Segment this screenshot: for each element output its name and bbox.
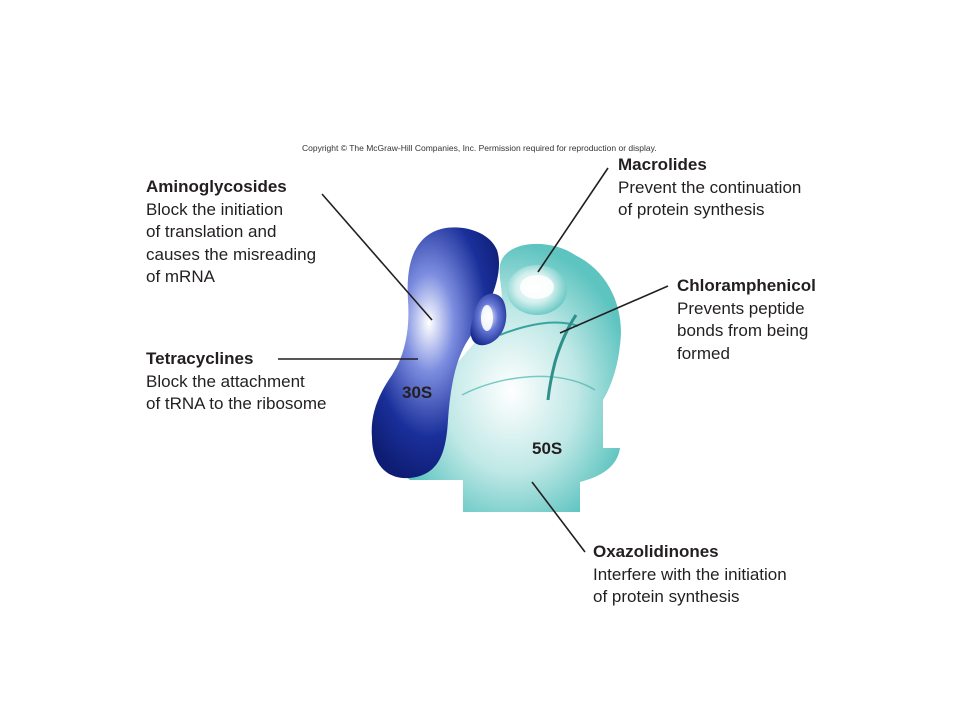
callout-line: Prevents peptide <box>677 298 805 318</box>
callout-line: causes the misreading <box>146 244 317 264</box>
leader-macrolides <box>537 167 609 273</box>
label-50s: 50S <box>532 439 562 458</box>
callout-title: Oxazolidinones <box>593 542 719 561</box>
callout-title: Macrolides <box>618 155 707 174</box>
callout-line: Block the attachment <box>146 371 305 391</box>
subunit-30s: 30S <box>371 227 507 479</box>
callout-line: Block the initiation <box>146 199 284 219</box>
callout-oxazolidinones: Oxazolidinones Interfere with the initia… <box>593 541 787 609</box>
callout-line: formed <box>677 343 730 363</box>
subunit-50s: 50S <box>401 243 621 512</box>
callout-title: Tetracyclines <box>146 349 254 368</box>
callout-title: Chloramphenicol <box>677 276 816 295</box>
callout-line: Prevent the continuation <box>618 177 802 197</box>
callout-macrolides: Macrolides Prevent the continuation of p… <box>618 154 801 222</box>
callout-aminoglycosides: Aminoglycosides Block the initiation of … <box>146 176 316 289</box>
callout-line: of tRNA to the ribosome <box>146 394 327 413</box>
leader-chloramphenicol <box>559 285 669 334</box>
subunit-30s-body <box>371 227 500 479</box>
callout-line: of protein synthesis <box>593 587 740 606</box>
callout-chloramphenicol: Chloramphenicol Prevents peptide bonds f… <box>677 275 816 365</box>
subunit-50s-body <box>401 243 621 512</box>
copyright-notice: Copyright © The McGraw-Hill Companies, I… <box>302 143 657 153</box>
callout-title: Aminoglycosides <box>146 177 287 196</box>
callout-line: bonds from being <box>677 321 809 340</box>
peptide-channel <box>546 314 578 401</box>
callout-line: of protein synthesis <box>618 200 765 219</box>
callout-line: of translation and <box>146 222 277 241</box>
callout-tetracyclines: Tetracyclines Block the attachment of tR… <box>146 348 326 416</box>
leader-aminoglycosides <box>321 193 433 321</box>
label-30s: 30S <box>402 383 432 402</box>
callout-line: of mRNA <box>146 267 215 286</box>
callout-line: Interfere with the initiation <box>593 564 787 584</box>
leader-oxazolidinones <box>531 481 586 553</box>
